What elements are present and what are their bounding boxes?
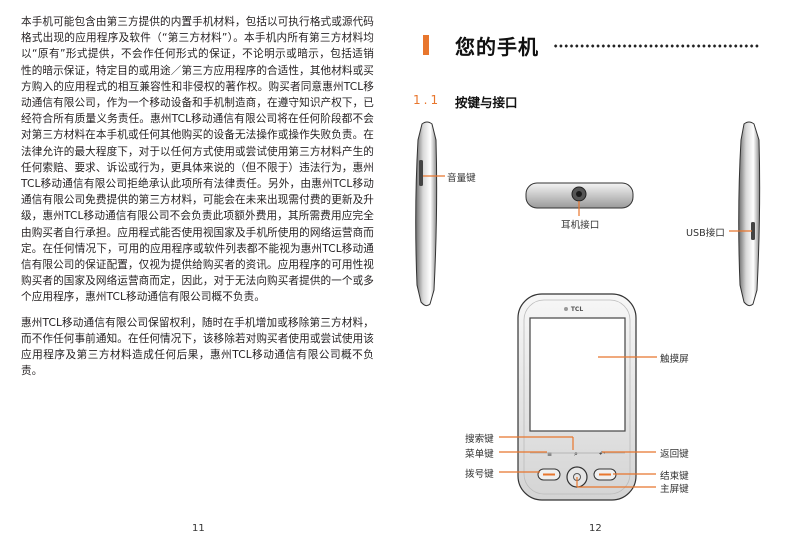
svg-text:≡: ≡ [547, 451, 552, 458]
disclaimer-paragraph-1: 本手机可能包含由第三方提供的内置手机材料，包括以可执行格式或源代码格式出现的应用… [21, 16, 374, 304]
section-number: 1.1 [413, 93, 442, 107]
svg-text:⌕: ⌕ [574, 450, 578, 458]
label-headset-jack: 耳机接口 [561, 220, 600, 231]
chapter-accent-bar [423, 35, 429, 55]
phone-front-view: TCL ≡ ⌕ ↶ [517, 293, 637, 501]
volume-key-shape [419, 160, 423, 186]
callout-lines [423, 175, 752, 488]
touchscreen-shape [529, 317, 626, 432]
label-end-key: 结束键 [660, 471, 689, 482]
phone-top-view [525, 182, 634, 209]
page-number-right: 12 [589, 523, 602, 534]
label-usb-port: USB接口 [686, 228, 725, 239]
label-volume-key: 音量键 [447, 173, 476, 184]
phone-side-view-left [415, 121, 438, 307]
phone-side-view-right [738, 121, 761, 307]
label-call-key: 拨号键 [465, 469, 494, 480]
label-home-key: 主屏键 [660, 484, 689, 495]
label-back-key: 返回键 [660, 449, 689, 460]
label-touchscreen: 触摸屏 [660, 354, 689, 365]
label-search-key: 搜索键 [465, 434, 494, 445]
page-number-left: 11 [192, 523, 205, 534]
left-page-text: 本手机可能包含由第三方提供的内置手机材料，包括以可执行格式或源代码格式出现的应用… [21, 14, 374, 388]
usb-port-shape [751, 222, 755, 240]
section-title: 按键与接口 [455, 95, 518, 110]
label-menu-key: 菜单键 [465, 449, 494, 460]
brand-logo: TCL [571, 306, 583, 313]
disclaimer-paragraph-2: 惠州TCL移动通信有限公司保留权利，随时在手机增加或移除第三方材料，而不作任何事… [21, 316, 374, 378]
chapter-title: 您的手机 [455, 35, 539, 59]
svg-text:↶: ↶ [599, 450, 605, 458]
chapter-leader-dots [553, 42, 760, 50]
